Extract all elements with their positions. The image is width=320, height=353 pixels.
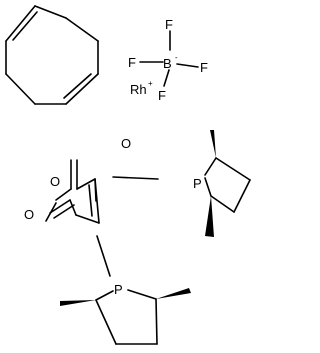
fluorine-atom-label: F [165, 17, 173, 32]
rhodium-atom-label: Rh [130, 82, 147, 97]
chemical-structure-diagram: B - F F F F Rh + O O O [5, 5, 251, 345]
carbonyl-oxygen-label: O [121, 136, 131, 151]
b-f-bond [176, 63, 199, 68]
phospholane-bond [155, 298, 158, 345]
boron-charge: - [175, 53, 178, 62]
carbonyl-double-bond [53, 204, 75, 219]
phospholane-bond [233, 179, 251, 213]
phospholane-bond [210, 195, 235, 213]
wedge-methyl-bond [210, 130, 216, 158]
cod-bond [65, 73, 99, 105]
carbonyl-oxygen-label: O [24, 207, 34, 222]
tetrafluoroborate-anion: B - F F F F [128, 17, 208, 103]
phosphorus-atom-label: P [193, 176, 202, 191]
boron-atom-label: B [163, 56, 172, 71]
phospholane-bond [127, 289, 157, 300]
wedge-methyl-bond [205, 196, 214, 237]
cod-bond [65, 17, 99, 42]
cod-double-bond-inner [63, 73, 92, 99]
wedge-methyl-bond [156, 288, 191, 299]
ring-bond [69, 199, 77, 216]
phospholane-bond [95, 299, 117, 345]
rhodium-cation: Rh + [130, 79, 153, 97]
ring-bond [76, 178, 96, 190]
cod-double-bond-inner [12, 11, 38, 41]
ring-double-bond [94, 178, 100, 224]
fluorine-atom-label: F [200, 60, 208, 75]
phospholane-bond [215, 157, 251, 181]
c-p-bond [112, 176, 159, 180]
phospholane-bond [204, 157, 217, 176]
ring-bond [75, 214, 100, 224]
carbonyl-double-bond [49, 199, 71, 214]
cod-bond [5, 5, 36, 42]
b-f-bond [163, 69, 170, 87]
cyclooctadiene-ring [5, 5, 99, 105]
ring-oxygen-label: O [50, 174, 60, 189]
lower-phospholane: P [60, 235, 191, 345]
upper-phospholane: P [112, 130, 251, 237]
fluorine-atom-label: F [128, 55, 136, 70]
fluorine-atom-label: F [158, 88, 166, 103]
phospholane-bond [204, 177, 212, 197]
phosphorus-atom-label: P [114, 282, 123, 297]
wedge-methyl-bond [60, 300, 96, 306]
cod-bond [5, 73, 36, 105]
ring-double-bond-inner [88, 184, 93, 217]
rhodium-charge: + [148, 79, 153, 88]
phospholane-bond [95, 290, 114, 301]
ring-o-bond [55, 188, 72, 201]
cod-bond [34, 5, 67, 19]
c-p-bond [96, 235, 111, 277]
maleic-anhydride-core: O O O [24, 136, 131, 224]
